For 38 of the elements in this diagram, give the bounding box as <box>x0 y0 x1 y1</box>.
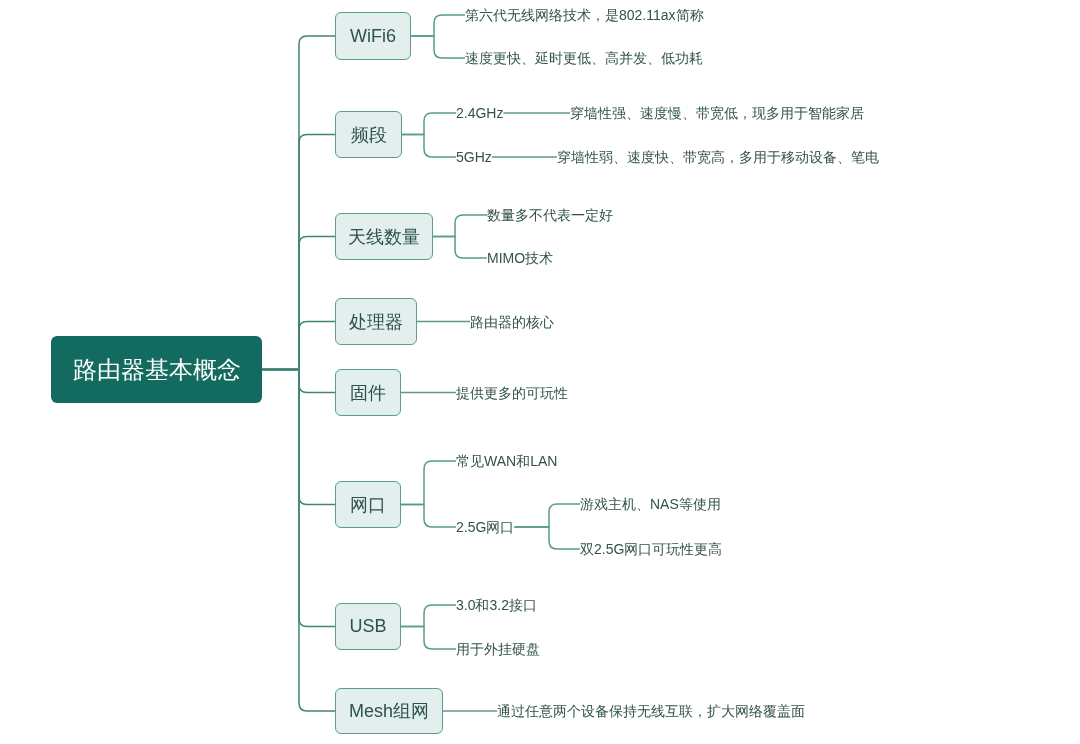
connector-line <box>400 625 457 650</box>
topic-box: 固件 <box>335 369 401 416</box>
branch-text: 双2.5G网口可玩性更高 <box>580 540 723 558</box>
branch-text: 常见WAN和LAN <box>456 452 558 470</box>
branch-text: 路由器的核心 <box>470 312 554 331</box>
connector-line <box>410 35 466 59</box>
branch-text: 通过任意两个设备保持无线互联，扩大网络覆盖面 <box>497 702 805 720</box>
topic-box: 网口 <box>335 481 401 528</box>
branch-text: 提供更多的可玩性 <box>456 383 568 402</box>
branch-text: 5GHz <box>456 148 492 166</box>
branch-text: 数量多不代表一定好 <box>487 206 613 224</box>
branch-text: 游戏主机、NAS等使用 <box>580 495 721 513</box>
connector-line <box>401 133 457 158</box>
topic-box: 天线数量 <box>335 213 433 260</box>
branch-text: 第六代无线网络技术，是802.11ax简称 <box>465 6 704 24</box>
branch-text: 2.5G网口 <box>456 518 515 536</box>
topic-box: Mesh组网 <box>335 688 443 734</box>
topic-box: WiFi6 <box>335 12 411 60</box>
connector-line <box>400 391 457 394</box>
branch-text: 用于外挂硬盘 <box>456 640 540 658</box>
connector-line <box>400 503 457 528</box>
central-topic-box: 路由器基本概念 <box>51 336 262 403</box>
connector-line <box>502 112 571 114</box>
connector-line <box>442 710 498 712</box>
branch-text: 速度更快、延时更低、高并发、低功耗 <box>465 49 703 67</box>
topic-box: USB <box>335 603 401 650</box>
connector-line <box>261 368 336 712</box>
connector-line <box>416 320 471 323</box>
topic-box: 处理器 <box>335 298 417 345</box>
branch-text: MIMO技术 <box>487 249 554 267</box>
connector-line <box>491 156 558 158</box>
connector-line <box>432 235 488 259</box>
branch-text: 3.0和3.2接口 <box>456 596 537 614</box>
branch-text: 穿墙性强、速度慢、带宽低，现多用于智能家居 <box>570 104 864 122</box>
connector-line <box>513 526 581 550</box>
topic-box: 频段 <box>335 111 402 158</box>
branch-text: 穿墙性弱、速度快、带宽高，多用于移动设备、笔电 <box>557 148 879 166</box>
branch-text: 2.4GHz <box>456 104 504 122</box>
